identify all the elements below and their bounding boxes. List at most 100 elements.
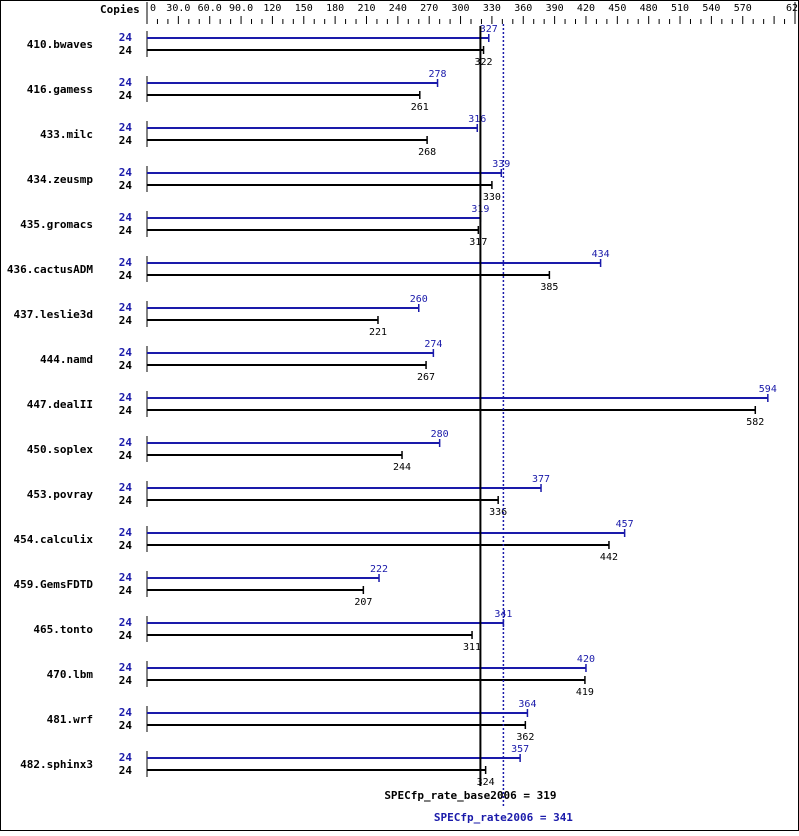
peak-value-label: 274: [424, 339, 442, 350]
x-tick-label: 480: [640, 3, 658, 14]
peak-value-label: 341: [494, 609, 512, 620]
peak-value-label: 594: [759, 384, 777, 395]
peak-copies: 24: [119, 301, 133, 314]
base-value-label: 324: [477, 777, 495, 788]
copies-header: Copies: [100, 3, 140, 16]
base-copies: 24: [119, 764, 133, 777]
base-copies: 24: [119, 494, 133, 507]
x-tick-label: 180: [326, 3, 344, 14]
peak-copies: 24: [119, 391, 133, 404]
base-copies: 24: [119, 539, 133, 552]
x-tick-label: 360: [514, 3, 532, 14]
x-tick-label: 30.0: [166, 3, 190, 14]
base-copies: 24: [119, 629, 133, 642]
benchmark-label: 450.soplex: [27, 443, 94, 456]
base-copies: 24: [119, 269, 133, 282]
peak-copies: 24: [119, 166, 133, 179]
benchmark-label: 453.povray: [27, 488, 94, 501]
peak-mean-label: SPECfp_rate2006 = 341: [434, 811, 573, 824]
peak-copies: 24: [119, 211, 133, 224]
base-copies: 24: [119, 314, 133, 327]
base-value-label: 362: [516, 732, 534, 743]
peak-copies: 24: [119, 436, 133, 449]
benchmark-label: 433.milc: [40, 128, 93, 141]
x-tick-label: 620: [786, 3, 799, 14]
base-copies: 24: [119, 224, 133, 237]
peak-value-label: 316: [468, 114, 486, 125]
base-value-label: 442: [600, 552, 618, 563]
benchmark-label: 465.tonto: [33, 623, 93, 636]
peak-copies: 24: [119, 526, 133, 539]
peak-copies: 24: [119, 76, 133, 89]
peak-value-label: 339: [492, 159, 510, 170]
benchmark-label: 459.GemsFDTD: [14, 578, 94, 591]
peak-value-label: 420: [577, 654, 595, 665]
peak-value-label: 222: [370, 564, 388, 575]
peak-value-label: 327: [480, 24, 498, 35]
base-value-label: 311: [463, 642, 481, 653]
x-tick-label: 540: [702, 3, 720, 14]
benchmark-label: 436.cactusADM: [7, 263, 93, 276]
base-copies: 24: [119, 44, 133, 57]
peak-copies: 24: [119, 481, 133, 494]
base-value-label: 582: [746, 417, 764, 428]
base-value-label: 261: [411, 102, 429, 113]
peak-copies: 24: [119, 346, 133, 359]
x-tick-label: 270: [420, 3, 438, 14]
base-copies: 24: [119, 449, 133, 462]
benchmark-label: 434.zeusmp: [27, 173, 94, 186]
base-value-label: 244: [393, 462, 411, 473]
base-value-label: 336: [489, 507, 507, 518]
base-copies: 24: [119, 674, 133, 687]
base-value-label: 268: [418, 147, 436, 158]
benchmark-label: 482.sphinx3: [20, 758, 93, 771]
benchmark-label: 416.gamess: [27, 83, 93, 96]
peak-value-label: 280: [431, 429, 449, 440]
base-copies: 24: [119, 719, 133, 732]
base-mean-label: SPECfp_rate_base2006 = 319: [384, 789, 556, 802]
peak-copies: 24: [119, 31, 133, 44]
x-tick-label: 120: [263, 3, 281, 14]
x-tick-label: 0: [150, 3, 156, 14]
peak-value-label: 377: [532, 474, 550, 485]
peak-copies: 24: [119, 616, 133, 629]
x-tick-label: 300: [452, 3, 470, 14]
base-copies: 24: [119, 179, 133, 192]
peak-value-label: 278: [429, 69, 447, 80]
base-value-label: 322: [475, 57, 493, 68]
x-tick-label: 420: [577, 3, 595, 14]
benchmark-label: 470.lbm: [47, 668, 94, 681]
base-value-label: 267: [417, 372, 435, 383]
peak-value-label: 260: [410, 294, 428, 305]
base-value-label: 419: [576, 687, 594, 698]
peak-copies: 24: [119, 661, 133, 674]
x-tick-label: 570: [734, 3, 752, 14]
base-copies: 24: [119, 584, 133, 597]
x-tick-label: 240: [389, 3, 407, 14]
base-value-label: 221: [369, 327, 387, 338]
peak-copies: 24: [119, 706, 133, 719]
base-value-label: 330: [483, 192, 501, 203]
benchmark-label: 454.calculix: [14, 533, 94, 546]
benchmark-label: 437.leslie3d: [14, 308, 93, 321]
peak-copies: 24: [119, 751, 133, 764]
base-copies: 24: [119, 359, 133, 372]
x-tick-label: 510: [671, 3, 689, 14]
x-tick-label: 330: [483, 3, 501, 14]
peak-copies: 24: [119, 256, 133, 269]
benchmark-label: 444.namd: [40, 353, 93, 366]
peak-copies: 24: [119, 121, 133, 134]
x-tick-label: 150: [295, 3, 313, 14]
peak-value-label: 364: [518, 699, 536, 710]
peak-value-label: 357: [511, 744, 529, 755]
base-copies: 24: [119, 404, 133, 417]
peak-value-label: 434: [592, 249, 610, 260]
base-value-label: 385: [540, 282, 558, 293]
x-tick-label: 210: [357, 3, 375, 14]
benchmark-label: 481.wrf: [47, 713, 93, 726]
base-copies: 24: [119, 89, 133, 102]
x-tick-label: 450: [608, 3, 626, 14]
benchmark-label: 410.bwaves: [27, 38, 93, 51]
